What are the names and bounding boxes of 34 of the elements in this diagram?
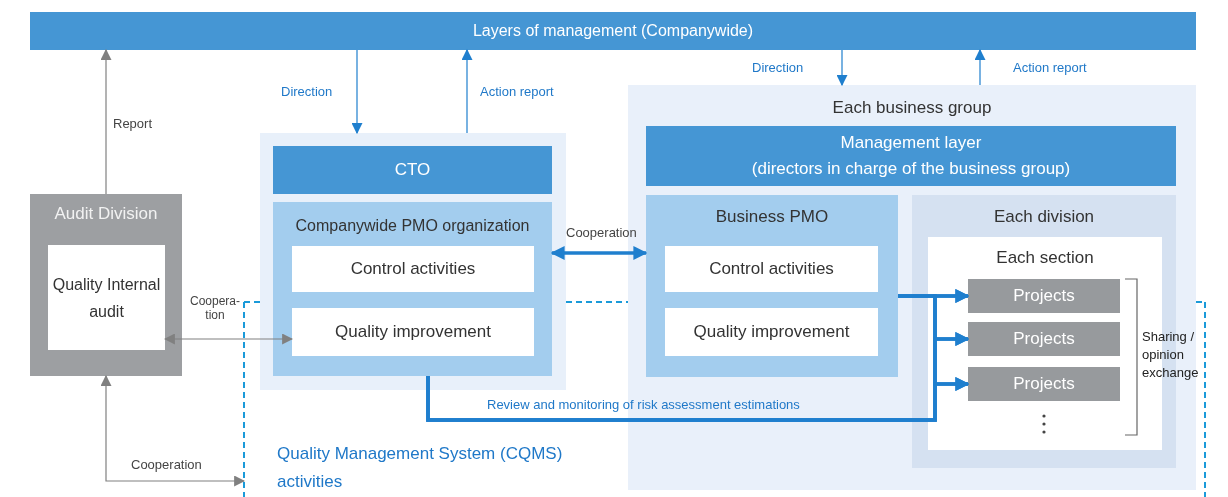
panel-title: Business PMO: [714, 207, 830, 228]
organization-panel: [273, 202, 552, 376]
group-panel: [260, 133, 566, 390]
edge-label: Cooperation: [131, 457, 202, 472]
header-bar: Layers of management (Companywide): [30, 12, 1196, 50]
panel-title: Audit Division: [53, 204, 159, 225]
edge-label: Action report: [1013, 60, 1087, 75]
project-box: Projects: [968, 322, 1120, 356]
edge-label: Direction: [752, 60, 804, 75]
edge-label: Direction: [281, 84, 333, 99]
panel-title: Each division: [992, 207, 1096, 228]
management-bar: [646, 126, 1176, 186]
edge-label: Cooperation: [566, 225, 637, 240]
organization-panel: [646, 195, 898, 377]
edge-label: Coopera- tion: [189, 294, 241, 322]
edge-label: Action report: [480, 84, 554, 99]
edge-label: Review and monitoring of risk assessment estimations: [487, 397, 800, 412]
role-bar: CTO: [273, 146, 552, 194]
project-box: Projects: [968, 367, 1120, 401]
activity-box: Quality improvement: [292, 308, 534, 356]
edge-label: Report: [113, 116, 153, 131]
audit-box: Quality Internal audit: [48, 245, 165, 350]
activity-box: Quality improvement: [665, 308, 878, 356]
region-title: Quality Management System (CQMS) activities: [277, 443, 564, 493]
note-text: Sharing / opinion exchange: [1142, 328, 1200, 382]
bar-text: Management layer: [840, 132, 982, 154]
project-box: Projects: [968, 279, 1120, 313]
panel-title: Each business group: [831, 98, 993, 119]
activity-box: Control activities: [665, 246, 878, 292]
panel-title: Companywide PMO organization: [294, 216, 531, 236]
division-panel: [30, 194, 182, 376]
bar-text: (directors in charge of the business group): [751, 158, 1071, 180]
activity-box: Control activities: [292, 246, 534, 292]
panel-title: Each section: [995, 248, 1095, 269]
